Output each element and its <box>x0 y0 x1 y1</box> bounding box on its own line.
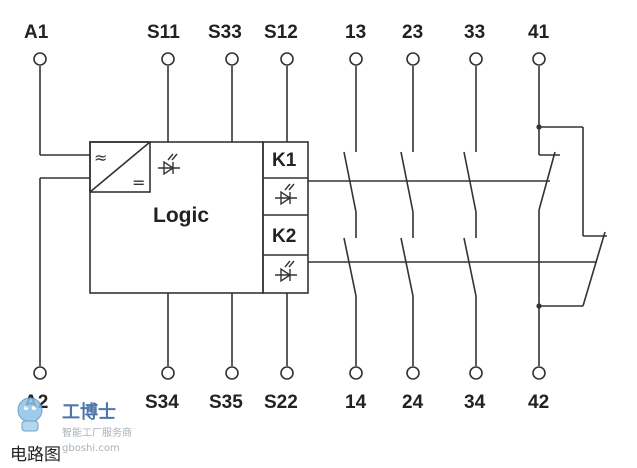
terminal-label: 24 <box>402 392 424 413</box>
terminal-33 <box>469 52 483 66</box>
junction-dot <box>536 124 542 130</box>
contact-k1-23 <box>400 151 414 213</box>
terminal-42 <box>532 366 546 380</box>
terminal-34 <box>469 366 483 380</box>
ac-symbol: ≈ <box>94 148 107 167</box>
terminal-label: S12 <box>264 22 298 43</box>
contact-k2-33 <box>463 237 477 297</box>
terminal-24 <box>406 366 420 380</box>
terminal-label: S34 <box>145 392 179 413</box>
wiring <box>39 66 607 366</box>
terminal-label: S35 <box>209 392 243 413</box>
terminal-14 <box>349 366 363 380</box>
terminal-s22 <box>280 366 294 380</box>
terminal-label: 41 <box>528 22 550 43</box>
led-icon <box>275 183 297 206</box>
terminal-label: 13 <box>345 22 366 43</box>
watermark-tagline: 智能工厂服务商 <box>62 426 132 439</box>
logic-label: Logic <box>153 204 209 227</box>
contact-k2-41 <box>582 231 606 307</box>
terminal-label: 33 <box>464 22 485 43</box>
terminal-label: A1 <box>24 22 49 43</box>
terminal-label: S22 <box>264 392 298 413</box>
terminal-label: 23 <box>402 22 423 43</box>
led-symbols <box>158 153 297 283</box>
watermark-site: gboshi.com <box>62 443 120 454</box>
terminal-label: 14 <box>345 392 367 413</box>
power-supply-block <box>89 141 151 193</box>
dc-symbol: = <box>132 173 145 192</box>
terminal-13 <box>349 52 363 66</box>
terminal-label: S11 <box>147 22 180 43</box>
terminal-s12 <box>280 52 294 66</box>
terminal-label: S33 <box>208 22 242 43</box>
terminal-circles <box>33 52 546 380</box>
relay-column <box>262 141 309 294</box>
terminal-41 <box>532 52 546 66</box>
robot-mascot-icon <box>17 397 43 432</box>
terminal-label: 34 <box>464 392 486 413</box>
terminal-a2 <box>33 366 47 380</box>
contact-k2-13 <box>343 237 357 297</box>
led-icon <box>275 260 297 283</box>
terminal-s11 <box>161 52 175 66</box>
junction-dot <box>536 303 542 309</box>
terminal-label: 42 <box>528 392 549 413</box>
terminal-s34 <box>161 366 175 380</box>
watermark-brand: 工博士 <box>62 401 116 423</box>
junctions <box>536 124 542 309</box>
terminal-s33 <box>225 52 239 66</box>
relay-label-k2: K2 <box>272 226 296 247</box>
diagram-caption: 电路图 <box>10 445 61 465</box>
terminal-a1 <box>33 52 47 66</box>
relay-label-k1: K1 <box>272 150 297 171</box>
contact-k1-33 <box>463 151 477 213</box>
watermark: 工博士 智能工厂服务商 gboshi.com <box>17 397 132 454</box>
terminal-s35 <box>225 366 239 380</box>
contact-k2-23 <box>400 237 414 297</box>
terminal-23 <box>406 52 420 66</box>
contact-k1-13 <box>343 151 357 213</box>
led-icon <box>158 153 180 176</box>
